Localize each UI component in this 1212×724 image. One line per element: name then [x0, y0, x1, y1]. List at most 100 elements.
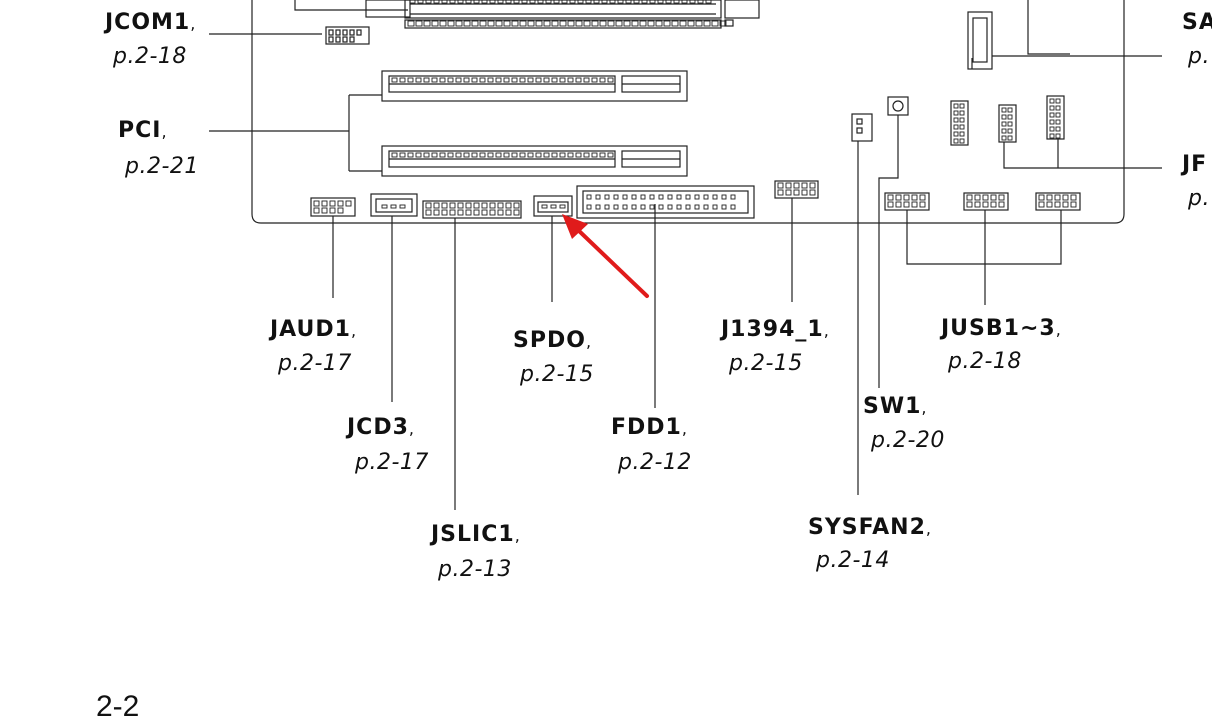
- pci-contact: [439, 152, 446, 158]
- slot-contact: [433, 0, 440, 4]
- j1394-name: J1394_1: [721, 317, 824, 342]
- slot-contact: [481, 0, 488, 4]
- jcd3-connector: [370, 193, 418, 217]
- slot-contact: [671, 20, 679, 27]
- header-pin: [721, 204, 727, 210]
- header-pin: [953, 103, 959, 109]
- pci-contact: [567, 152, 574, 158]
- slot-contact: [601, 0, 608, 4]
- pci-contact: [527, 152, 534, 158]
- pci-contact: [399, 77, 406, 83]
- slot-contact: [673, 0, 680, 4]
- slot-contact: [479, 20, 487, 27]
- jf-headers: [950, 95, 1065, 146]
- header-pin: [887, 194, 894, 201]
- header-pin: [1055, 105, 1061, 111]
- header-pin: [489, 202, 496, 209]
- pci-contact: [415, 77, 422, 83]
- slot-contact: [631, 20, 639, 27]
- fdd1-connector: [576, 185, 755, 219]
- pci-contact: [551, 152, 558, 158]
- jslic1-label: JSLIC1,: [431, 524, 520, 546]
- header-pin: [730, 204, 736, 210]
- header-pin: [703, 194, 709, 200]
- pci-contact: [495, 152, 502, 158]
- header-pin: [604, 194, 610, 200]
- header-pin: [425, 202, 432, 209]
- highlight-arrow: [562, 214, 649, 298]
- header-pin: [449, 202, 456, 209]
- header-pin: [685, 194, 691, 200]
- pci-contact: [583, 152, 590, 158]
- pci-contact: [495, 77, 502, 83]
- header-pin: [959, 117, 965, 123]
- slot-contact: [663, 20, 671, 27]
- header-pin: [990, 194, 997, 201]
- header-pin: [777, 182, 784, 189]
- pci-contact: [535, 152, 542, 158]
- header-pin: [658, 194, 664, 200]
- slot-contact: [695, 20, 703, 27]
- header-pin: [785, 182, 792, 189]
- pci-contact: [391, 77, 398, 83]
- pci-contact: [559, 152, 566, 158]
- sw1-ref: p.2-20: [871, 428, 945, 453]
- jusb-label: JUSB1~3,: [941, 318, 1061, 340]
- header-pin: [473, 209, 480, 216]
- header-pin: [1049, 119, 1055, 125]
- slot-contact: [527, 20, 535, 27]
- jcd3-label: JCD3,: [347, 417, 414, 439]
- pci-contact: [407, 152, 414, 158]
- header-pin: [1007, 135, 1013, 141]
- separator: ,: [681, 419, 687, 438]
- pci-contact: [519, 77, 526, 83]
- header-pin: [685, 204, 691, 210]
- fdd1-label: FDD1,: [611, 417, 687, 439]
- header-pin: [1049, 126, 1055, 132]
- header-pin: [895, 194, 902, 201]
- header-pin: [465, 209, 472, 216]
- slot-contact: [465, 0, 472, 4]
- pci-contact: [471, 77, 478, 83]
- header-pin: [622, 194, 628, 200]
- separator: ,: [514, 526, 520, 545]
- top-slot-fragment: [294, 0, 760, 29]
- board-outline: [251, 0, 1125, 224]
- header-pin: [903, 194, 910, 201]
- header-pin: [1049, 105, 1055, 111]
- slot-contact: [711, 20, 719, 27]
- header-pin: [313, 200, 320, 207]
- slot-contact: [551, 20, 559, 27]
- pci-contact: [479, 77, 486, 83]
- header-pin: [959, 131, 965, 137]
- sysfan2-connector: [851, 113, 873, 142]
- header-pin: [631, 204, 637, 210]
- header-pin: [613, 194, 619, 200]
- header-pin: [676, 204, 682, 210]
- header-pin: [712, 204, 718, 210]
- slot-contact: [457, 0, 464, 4]
- jaud1-ref: p.2-17: [278, 351, 352, 376]
- slot-contact: [665, 0, 672, 4]
- sata-ref: p.: [1188, 44, 1210, 69]
- header-pin: [703, 204, 709, 210]
- pci-slot-1: [381, 70, 688, 102]
- slot-contact: [617, 0, 624, 4]
- header-pin: [959, 138, 965, 144]
- slot-contact: [409, 0, 416, 4]
- header-pin: [1070, 194, 1077, 201]
- header-pin: [321, 207, 328, 214]
- slot-contact: [719, 20, 727, 27]
- header-pin: [586, 204, 592, 210]
- header-pin: [694, 204, 700, 210]
- separator: ,: [408, 419, 414, 438]
- header-pin: [321, 200, 328, 207]
- header-pin: [649, 194, 655, 200]
- spdo-ref: p.2-15: [520, 362, 594, 387]
- header-pin: [1007, 107, 1013, 113]
- pci-contact: [455, 152, 462, 158]
- header-pin: [966, 194, 973, 201]
- pci-contact: [527, 77, 534, 83]
- slot-contact: [441, 0, 448, 4]
- pci-contact: [463, 77, 470, 83]
